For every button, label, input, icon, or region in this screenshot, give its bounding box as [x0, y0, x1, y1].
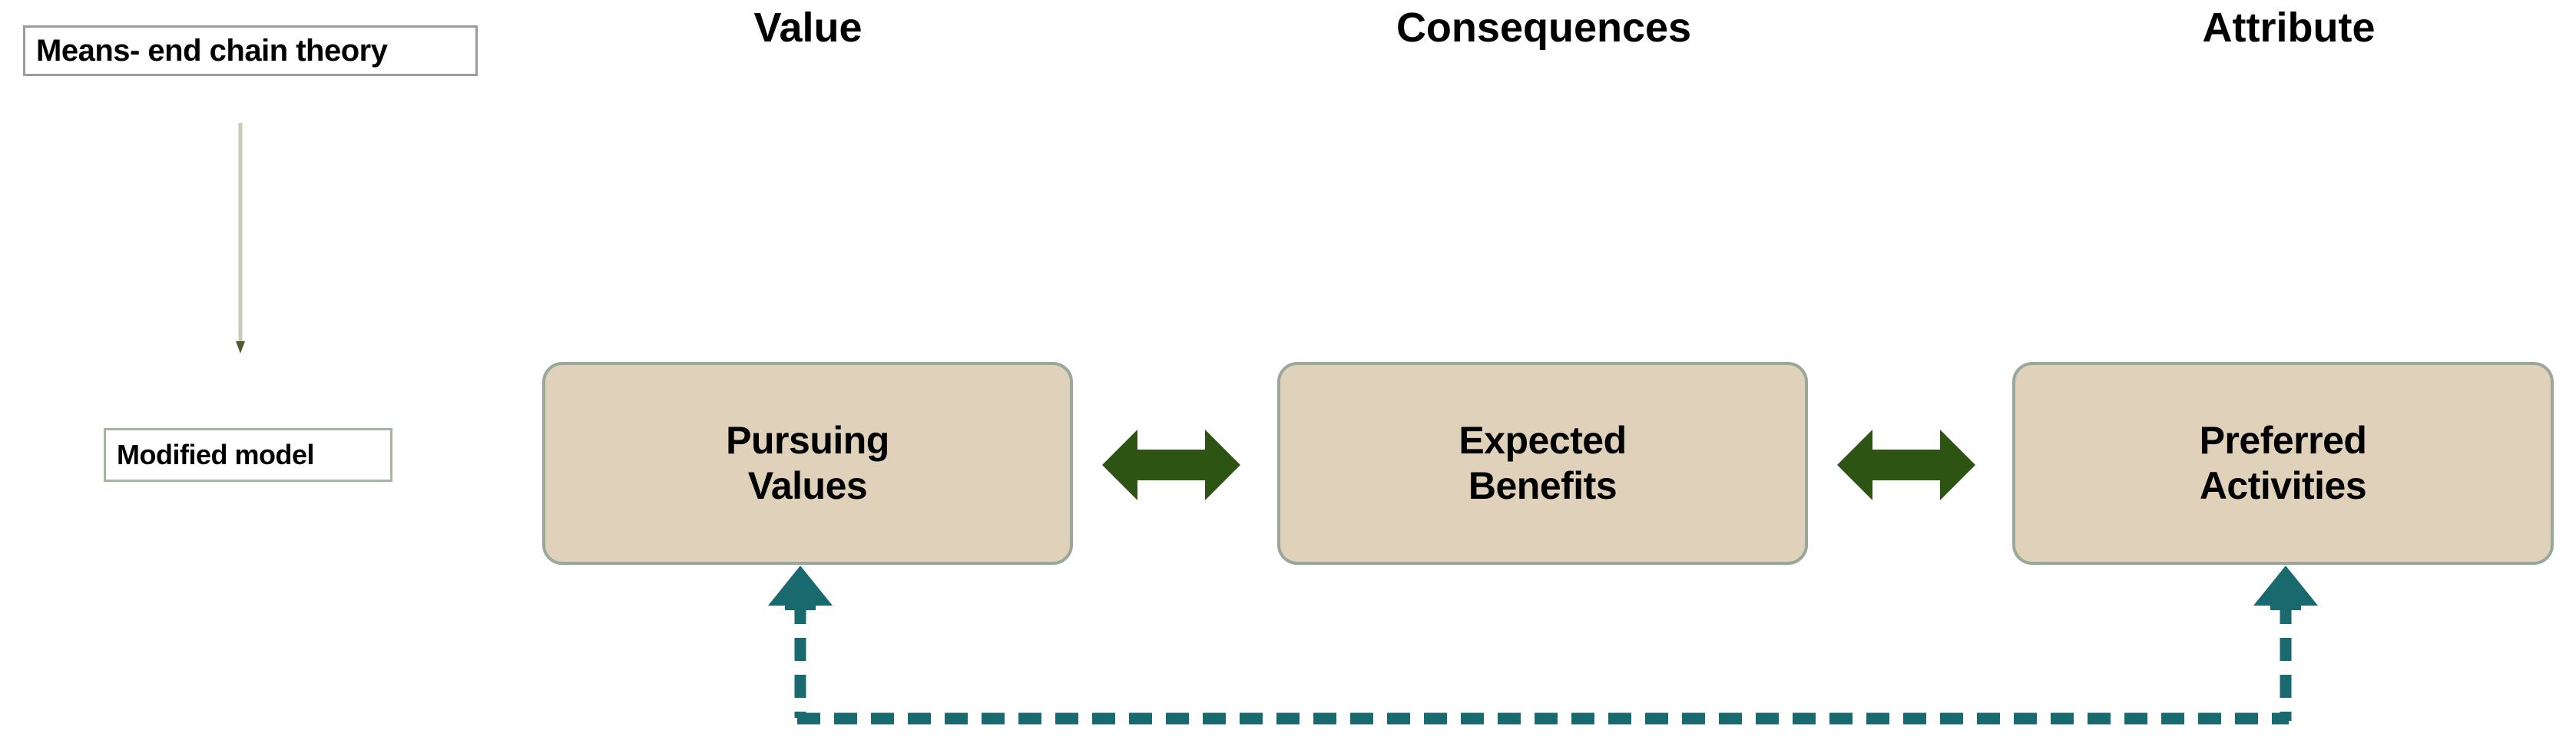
- node-pursuing-values[interactable]: Pursuing Values: [542, 362, 1073, 565]
- node-expected-benefits-line1: Expected: [1459, 419, 1627, 462]
- node-pursuing-values-line2: Values: [747, 464, 868, 507]
- modified-model-label: Modified model: [104, 428, 392, 482]
- node-preferred-activities-line1: Preferred: [2199, 419, 2367, 462]
- column-header-attribute: Attribute: [2202, 5, 2376, 51]
- feedback-loop-dashed-arrow-icon: [768, 566, 2318, 725]
- modified-label-text: Modified model: [117, 439, 315, 470]
- node-expected-benefits-line2: Benefits: [1468, 464, 1617, 507]
- theory-to-model-arrow-icon: [236, 123, 245, 354]
- node-pursuing-values-line1: Pursuing: [726, 419, 889, 462]
- node-expected-benefits[interactable]: Expected Benefits: [1277, 362, 1808, 565]
- theory-label-text: Means- end chain theory: [36, 33, 388, 68]
- column-header-value: Value: [753, 5, 863, 51]
- node-preferred-activities-line2: Activities: [2199, 464, 2367, 507]
- bidirectional-arrow-icon-values-benefits: [1102, 430, 1240, 500]
- column-header-consequences: Consequences: [1396, 5, 1692, 51]
- means-end-chain-theory-label: Means- end chain theory: [23, 25, 478, 76]
- node-preferred-activities[interactable]: Preferred Activities: [2012, 362, 2554, 565]
- bidirectional-arrow-icon-benefits-activities: [1837, 430, 1975, 500]
